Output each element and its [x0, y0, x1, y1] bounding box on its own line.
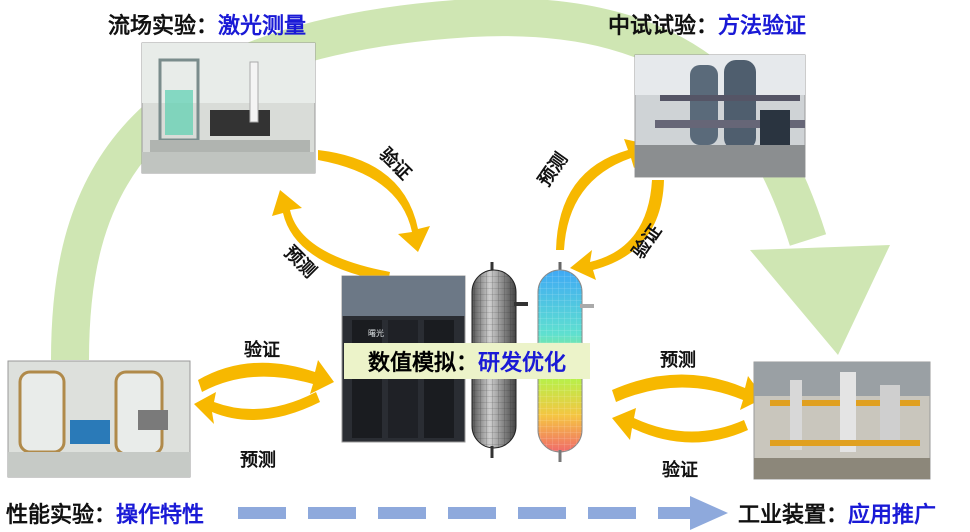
industrial-unit-photo — [753, 361, 931, 480]
predict-label-industrial: 预测 — [660, 350, 696, 371]
verify-label-perf: 验证 — [244, 340, 280, 361]
predict-label-perf: 预测 — [240, 450, 276, 471]
flow-field-sep: ： — [196, 14, 219, 39]
exchange-arrows — [194, 139, 764, 443]
industrial-sep: ： — [826, 503, 849, 528]
industrial-focus: 应用推广 — [848, 503, 937, 528]
performance-title: 性能实验 — [6, 503, 95, 528]
performance-lab-photo — [7, 360, 191, 478]
flow-field-label: 流场实验：激光测量 — [108, 8, 306, 40]
industrial-title: 工业装置 — [738, 503, 827, 528]
verify-label-industrial: 验证 — [662, 460, 698, 481]
dashed-progress-arrow — [238, 496, 728, 530]
pilot-title: 中试试验 — [608, 14, 697, 39]
simulation-sep: ： — [455, 351, 478, 376]
industrial-label: 工业装置：应用推广 — [738, 497, 936, 529]
simulation-title: 数值模拟 — [367, 351, 456, 376]
simulation-focus: 研发优化 — [478, 351, 567, 376]
performance-sep: ： — [94, 503, 117, 528]
pilot-sep: ： — [696, 14, 719, 39]
simulation-label: 数值模拟：研发优化 — [344, 343, 590, 379]
flow-field-title: 流场实验 — [108, 14, 197, 39]
flow-field-focus: 激光测量 — [218, 14, 307, 39]
supercomputer-logo: 曙光 — [368, 328, 384, 338]
pilot-focus: 方法验证 — [718, 14, 807, 39]
pilot-label: 中试试验：方法验证 — [608, 8, 806, 40]
performance-label: 性能实验：操作特性 — [6, 497, 204, 529]
pilot-plant-photo — [634, 54, 806, 178]
performance-focus: 操作特性 — [116, 503, 205, 528]
flow-field-photo — [141, 42, 316, 174]
